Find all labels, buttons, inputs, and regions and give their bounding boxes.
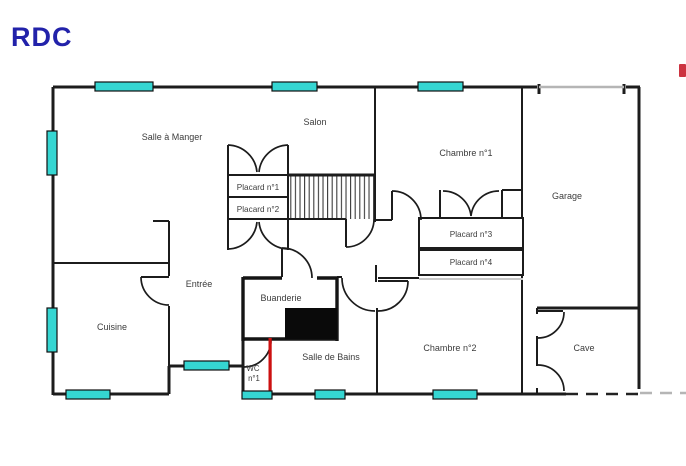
label-wc-line1: WC [247, 364, 260, 373]
window-top-2 [271, 81, 318, 92]
label-buanderie: Buanderie [260, 293, 301, 303]
label-cave: Cave [573, 343, 594, 353]
window-salle-de-bains [314, 389, 346, 400]
window-chambre2 [432, 389, 478, 400]
label-placard1: Placard n°1 [237, 183, 280, 192]
label-salle-de-bains: Salle de Bains [302, 352, 360, 362]
window-bottom-cuisine [65, 389, 111, 400]
door-arcs [140, 144, 565, 392]
label-placard4: Placard n°4 [450, 258, 493, 267]
label-chambre1: Chambre n°1 [439, 148, 492, 158]
placard3-box [418, 217, 524, 249]
label-cuisine: Cuisine [97, 322, 127, 332]
label-garage: Garage [552, 191, 582, 201]
red-marker [679, 64, 686, 77]
boiler-block [285, 308, 337, 339]
wall-interior [53, 87, 563, 395]
label-chambre2: Chambre n°2 [423, 343, 476, 353]
label-salle-a-manger: Salle à Manger [142, 132, 203, 142]
placard2-box [227, 196, 289, 220]
wc-red-wall [268, 338, 272, 398]
window-entree [183, 360, 230, 371]
window-left-2 [46, 307, 58, 353]
label-salon: Salon [303, 117, 326, 127]
label-placard2: Placard n°2 [237, 205, 280, 214]
label-entree: Entrée [186, 279, 213, 289]
window-left-1 [46, 130, 58, 176]
label-placard3: Placard n°3 [450, 230, 493, 239]
windows [46, 81, 478, 400]
window-top-1 [94, 81, 154, 92]
label-wc-line2: n°1 [248, 374, 260, 383]
window-wc [241, 390, 273, 400]
staircase-hatch [289, 176, 374, 219]
page-title: RDC [11, 22, 73, 52]
placard4-box [418, 249, 524, 276]
window-top-3 [417, 81, 464, 92]
